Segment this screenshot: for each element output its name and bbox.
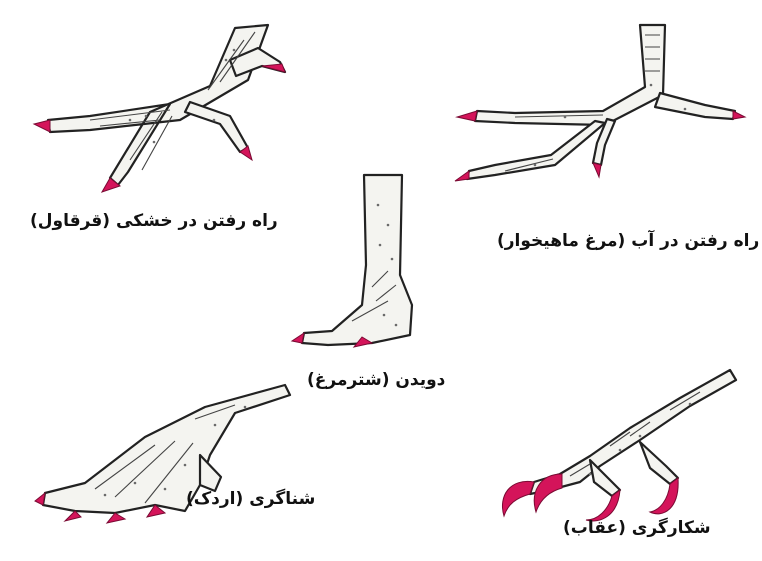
caption-land-walking: راه رفتن در خشکی (قرقاول) bbox=[30, 213, 278, 230]
caption-water-walking: راه رفتن در آب (مرغ ماهیخوار) bbox=[497, 233, 759, 250]
caption-swimming: شناگری (اردک) bbox=[186, 491, 315, 508]
pheasant-foot-illustration bbox=[30, 20, 300, 200]
ostrich-foot-illustration bbox=[292, 175, 432, 350]
caption-hunting: شکارگری (عقاب) bbox=[563, 520, 711, 537]
heron-foot-illustration bbox=[455, 25, 745, 200]
eagle-foot-illustration bbox=[490, 370, 745, 535]
caption-running: دویدن (شترمرغ) bbox=[307, 372, 445, 389]
